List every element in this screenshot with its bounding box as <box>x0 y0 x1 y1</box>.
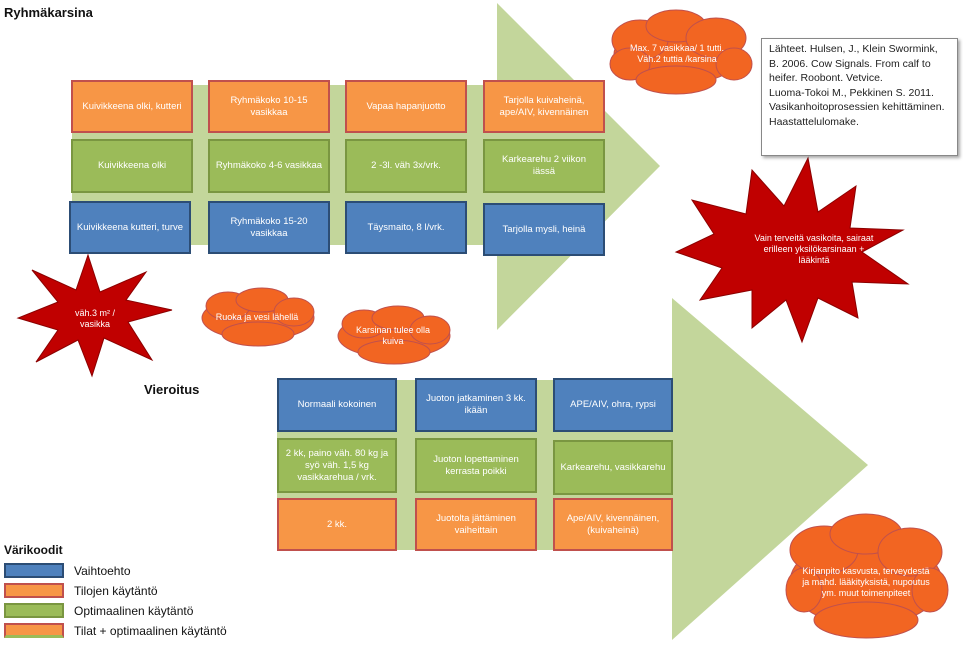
lower-blue-3: APE/AIV, ohra, rypsi <box>553 378 673 432</box>
lower-green-1: 2 kk, paino väh. 80 kg ja syö väh. 1,5 k… <box>277 438 397 493</box>
legend-item-tilat-optimaalinen: Tilat + optimaalinen käytäntö <box>4 622 227 639</box>
legend-label-vaihtoehto: Vaihtoehto <box>74 563 131 578</box>
burst-right-text: Vain terveitä vasikoita, sairaat erillee… <box>754 232 874 265</box>
upper-green-3: 2 -3l. väh 3x/vrk. <box>345 139 467 193</box>
reference-1: Lähteet. Hulsen, J., Klein Swormink, B. … <box>769 43 938 84</box>
references-box: Lähteet. Hulsen, J., Klein Swormink, B. … <box>761 38 958 156</box>
lower-blue-1: Normaali kokoinen <box>277 378 397 432</box>
title-vieroitus: Vieroitus <box>144 382 200 397</box>
cloud-ruoka-text: Ruoka ja vesi lähellä <box>215 311 299 322</box>
title-varikoodit: Värikoodit <box>4 543 63 557</box>
cloud-kuiva-shape <box>337 305 451 365</box>
upper-green-1: Kuivikkeena olki <box>71 139 193 193</box>
cloud-kuiva-text: Karsinan tulee olla kuiva <box>355 325 431 346</box>
legend-swatch-blue <box>4 563 64 578</box>
upper-green-2: Ryhmäkoko 4-6 vasikkaa <box>208 139 330 193</box>
lower-orange-3: Ape/AIV, kivennäinen, (kuivaheinä) <box>553 498 673 551</box>
upper-blue-4: Tarjolla mysli, heinä <box>483 203 605 256</box>
cloud-top-shape <box>609 9 753 95</box>
lower-blue-2: Juoton jatkaminen 3 kk. ikään <box>415 378 537 432</box>
legend-label-optimaalinen: Optimaalinen käytäntö <box>74 603 194 618</box>
legend-label-tilat-optimaalinen: Tilat + optimaalinen käytäntö <box>74 623 227 638</box>
upper-orange-2: Ryhmäkoko 10-15 vasikkaa <box>208 80 330 133</box>
lower-green-2: Juoton lopettaminen kerrasta poikki <box>415 438 537 493</box>
upper-blue-1: Kuivikkeena kutteri, turve <box>69 201 191 254</box>
upper-orange-4: Tarjolla kuivaheinä, ape/AIV, kivennäine… <box>483 80 605 133</box>
burst-left-shape <box>16 253 173 378</box>
legend-swatch-green <box>4 603 64 618</box>
legend-swatch-orange-green <box>4 623 64 638</box>
burst-right-shape <box>674 156 910 344</box>
cloud-kirjanpito-shape <box>785 513 949 639</box>
title-ryhmakarsina: Ryhmäkarsina <box>4 5 93 20</box>
upper-orange-3: Vapaa hapanjuotto <box>345 80 467 133</box>
legend-label-tilojen: Tilojen käytäntö <box>74 583 158 598</box>
legend-item-optimaalinen: Optimaalinen käytäntö <box>4 602 193 619</box>
legend-item-tilojen: Tilojen käytäntö <box>4 582 158 599</box>
cloud-top-text: Max. 7 vasikkaa/ 1 tutti. Väh.2 tuttia /… <box>629 43 725 64</box>
reference-2: Luoma-Tokoi M., Pekkinen S. 2011. Vasika… <box>769 86 945 128</box>
cloud-kirjanpito-text: Kirjanpito kasvusta, terveydestä ja mahd… <box>802 565 930 598</box>
lower-green-3: Karkearehu, vasikkarehu <box>553 440 673 495</box>
legend-item-vaihtoehto: Vaihtoehto <box>4 562 131 579</box>
upper-orange-1: Kuivikkeena olki, kutteri <box>71 80 193 133</box>
legend-swatch-orange <box>4 583 64 598</box>
upper-blue-2: Ryhmäkoko 15-20 vasikkaa <box>208 201 330 254</box>
lower-orange-1: 2 kk. <box>277 498 397 551</box>
lower-orange-2: Juotolta jättäminen vaiheittain <box>415 498 537 551</box>
cloud-ruoka-shape <box>201 287 315 347</box>
burst-left-text: väh.3 m² / vasikka <box>74 308 115 329</box>
upper-blue-3: Täysmaito, 8 l/vrk. <box>345 201 467 254</box>
upper-green-4: Karkearehu 2 viikon iässä <box>483 139 605 193</box>
